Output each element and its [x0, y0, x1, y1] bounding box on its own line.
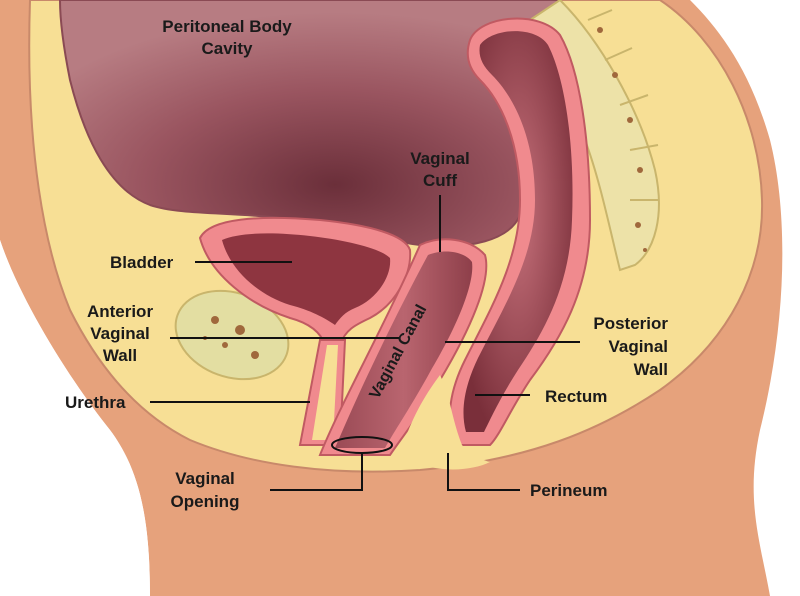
label-opening-line1: Vaginal [175, 469, 235, 488]
rectum-organ [448, 17, 592, 446]
leader-perineum [447, 453, 520, 491]
label-opening-line2: Opening [171, 492, 240, 511]
label-cuff-line1: Vaginal [410, 149, 470, 168]
label-urethra: Urethra [65, 393, 126, 412]
label-perineum: Perineum [530, 481, 607, 500]
bladder-organ [198, 216, 412, 346]
label-anterior-line3: Wall [103, 346, 137, 365]
outside-right [690, 0, 800, 596]
urethra-inner [312, 345, 338, 440]
label-anterior-line1: Anterior [87, 302, 154, 321]
label-posterior-line1: Posterior [593, 314, 668, 333]
label-posterior-line3: Wall [634, 360, 668, 379]
label-peritoneal-line2: Cavity [201, 39, 253, 58]
label-cuff-line2: Cuff [423, 171, 457, 190]
label-peritoneal-line1: Peritoneal Body [162, 17, 292, 36]
vagina-organ [318, 238, 488, 456]
outside-left [0, 240, 150, 596]
leader-opening [270, 453, 363, 491]
label-posterior-line2: Vaginal [608, 337, 668, 356]
label-rectum: Rectum [545, 387, 607, 406]
label-anterior-line2: Vaginal [90, 324, 150, 343]
perineum-region [400, 375, 490, 470]
label-bladder: Bladder [110, 253, 174, 272]
